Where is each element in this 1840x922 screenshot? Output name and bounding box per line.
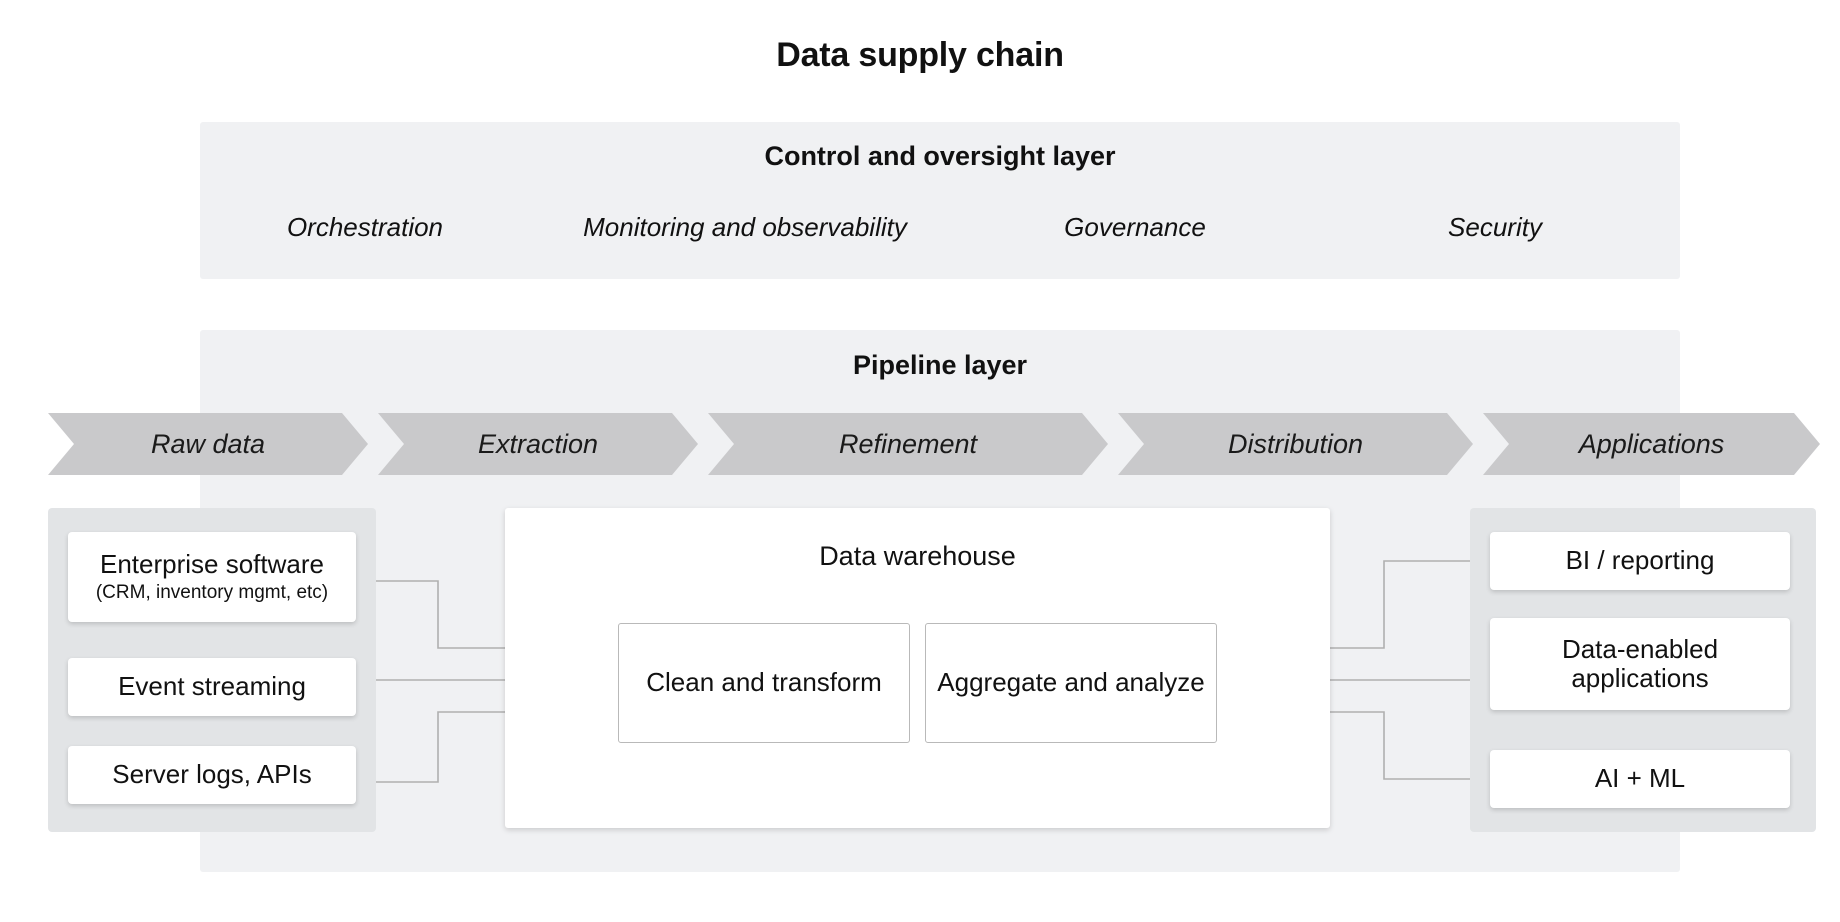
source-card-enterprise-software[interactable]: Enterprise software (CRM, inventory mgmt… [68,532,356,622]
pipeline-stage-raw-data[interactable]: Raw data [48,413,368,475]
warehouse-step-label: Clean and transform [646,667,882,698]
warehouse-step-clean-and-transform[interactable]: Clean and transform [618,623,910,743]
control-item-governance: Governance [1064,211,1206,242]
pipeline-stage-label: Extraction [477,428,599,459]
source-card-label: Event streaming [118,671,306,702]
control-item-orchestration: Orchestration [286,211,444,242]
page-title: Data supply chain [776,36,1064,74]
pipeline-stage-label: Distribution [1227,428,1364,459]
control-layer-items: Orchestration Monitoring and observabili… [200,205,1680,249]
pipeline-stage-extraction[interactable]: Extraction [378,413,698,475]
data-warehouse-container: Data warehouse Clean and transform Aggre… [505,508,1330,828]
source-card-label: Server logs, APIs [112,759,312,790]
application-card-label: AI + ML [1594,763,1686,794]
pipeline-layer-title: Pipeline layer [852,350,1028,380]
control-item-monitoring-and-observability: Monitoring and observability [583,211,907,242]
pipeline-stage-label: Applications [1578,428,1725,459]
warehouse-step-label: Aggregate and analyze [937,667,1205,698]
pipeline-stage-label: Raw data [150,428,266,459]
application-card-data-enabled-applications[interactable]: Data-enabled applications [1490,618,1790,710]
pipeline-stage-label: Refinement [838,428,978,459]
pipeline-stage-distribution[interactable]: Distribution [1118,413,1473,475]
pipeline-stage-applications[interactable]: Applications [1483,413,1820,475]
data-warehouse-title: Data warehouse [819,541,1016,571]
pipeline-stage-refinement[interactable]: Refinement [708,413,1108,475]
source-card-server-logs-apis[interactable]: Server logs, APIs [68,746,356,804]
application-card-bi-reporting[interactable]: BI / reporting [1490,532,1790,590]
warehouse-step-aggregate-and-analyze[interactable]: Aggregate and analyze [925,623,1217,743]
source-card-label: Enterprise software [100,549,324,580]
control-and-oversight-layer-panel: Control and oversight layer Orchestratio… [200,122,1680,279]
application-card-label: Data-enabled applications [1561,633,1719,693]
application-card-label: BI / reporting [1565,545,1715,576]
application-card-ai-ml[interactable]: AI + ML [1490,750,1790,808]
source-card-event-streaming[interactable]: Event streaming [68,658,356,716]
control-item-security: Security [1448,211,1542,242]
source-card-sublabel: (CRM, inventory mgmt, etc) [95,581,329,603]
control-layer-title: Control and oversight layer [764,141,1116,171]
pipeline-stage-band: Raw data Extraction Refinement Distribut… [48,413,1820,475]
